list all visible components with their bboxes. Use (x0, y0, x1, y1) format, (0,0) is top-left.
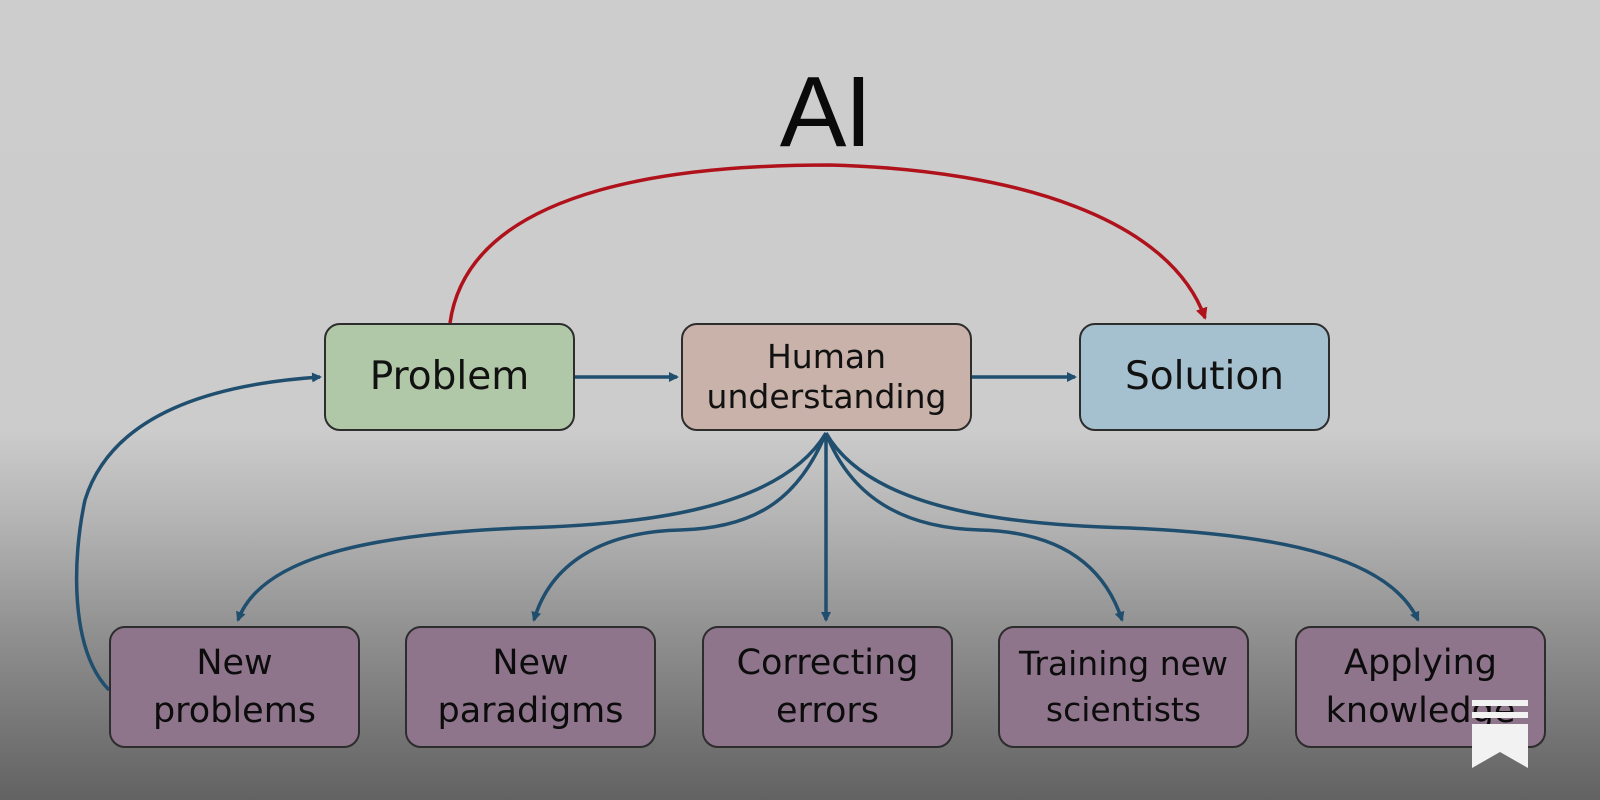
new-problems-label-line1: New (196, 642, 273, 683)
new-problems-node: New problems (109, 626, 360, 748)
training-label-line2: scientists (1045, 690, 1202, 729)
new-paradigms-node: New paradigms (405, 626, 656, 748)
problem-node: Problem (324, 323, 575, 431)
arrow-human-to-applying (824, 432, 1420, 622)
solution-node: Solution (1079, 323, 1330, 431)
arrow-human-to-new-problems (236, 432, 828, 622)
new-problems-label-line2: problems (152, 691, 317, 731)
solution-label: Solution (1125, 353, 1284, 399)
human-understanding-node: Human understanding (681, 323, 972, 431)
arrow-human-to-new-paradigms (531, 432, 828, 622)
human-understanding-label-line1: Human (766, 337, 886, 377)
correcting-errors-label-line1: Correcting (736, 642, 919, 683)
bookmark-icon[interactable] (1472, 700, 1528, 768)
training-new-scientists-node: Training new scientists (998, 626, 1249, 748)
diagram-title: AI (779, 56, 872, 168)
arrow-new-problems-to-problem (74, 372, 322, 692)
training-label-line1: Training new (1019, 644, 1228, 684)
problem-label: Problem (369, 353, 530, 399)
correcting-errors-node: Correcting errors (702, 626, 953, 748)
arrow-human-to-training (824, 432, 1125, 622)
new-paradigms-label-line2: paradigms (437, 691, 624, 731)
new-paradigms-label-line1: New (492, 642, 569, 683)
correcting-errors-label-line2: errors (776, 691, 879, 731)
applying-label-line1: Applying (1344, 642, 1497, 683)
human-understanding-label-line2: understanding (706, 377, 947, 416)
ai-arrow (448, 163, 1208, 324)
